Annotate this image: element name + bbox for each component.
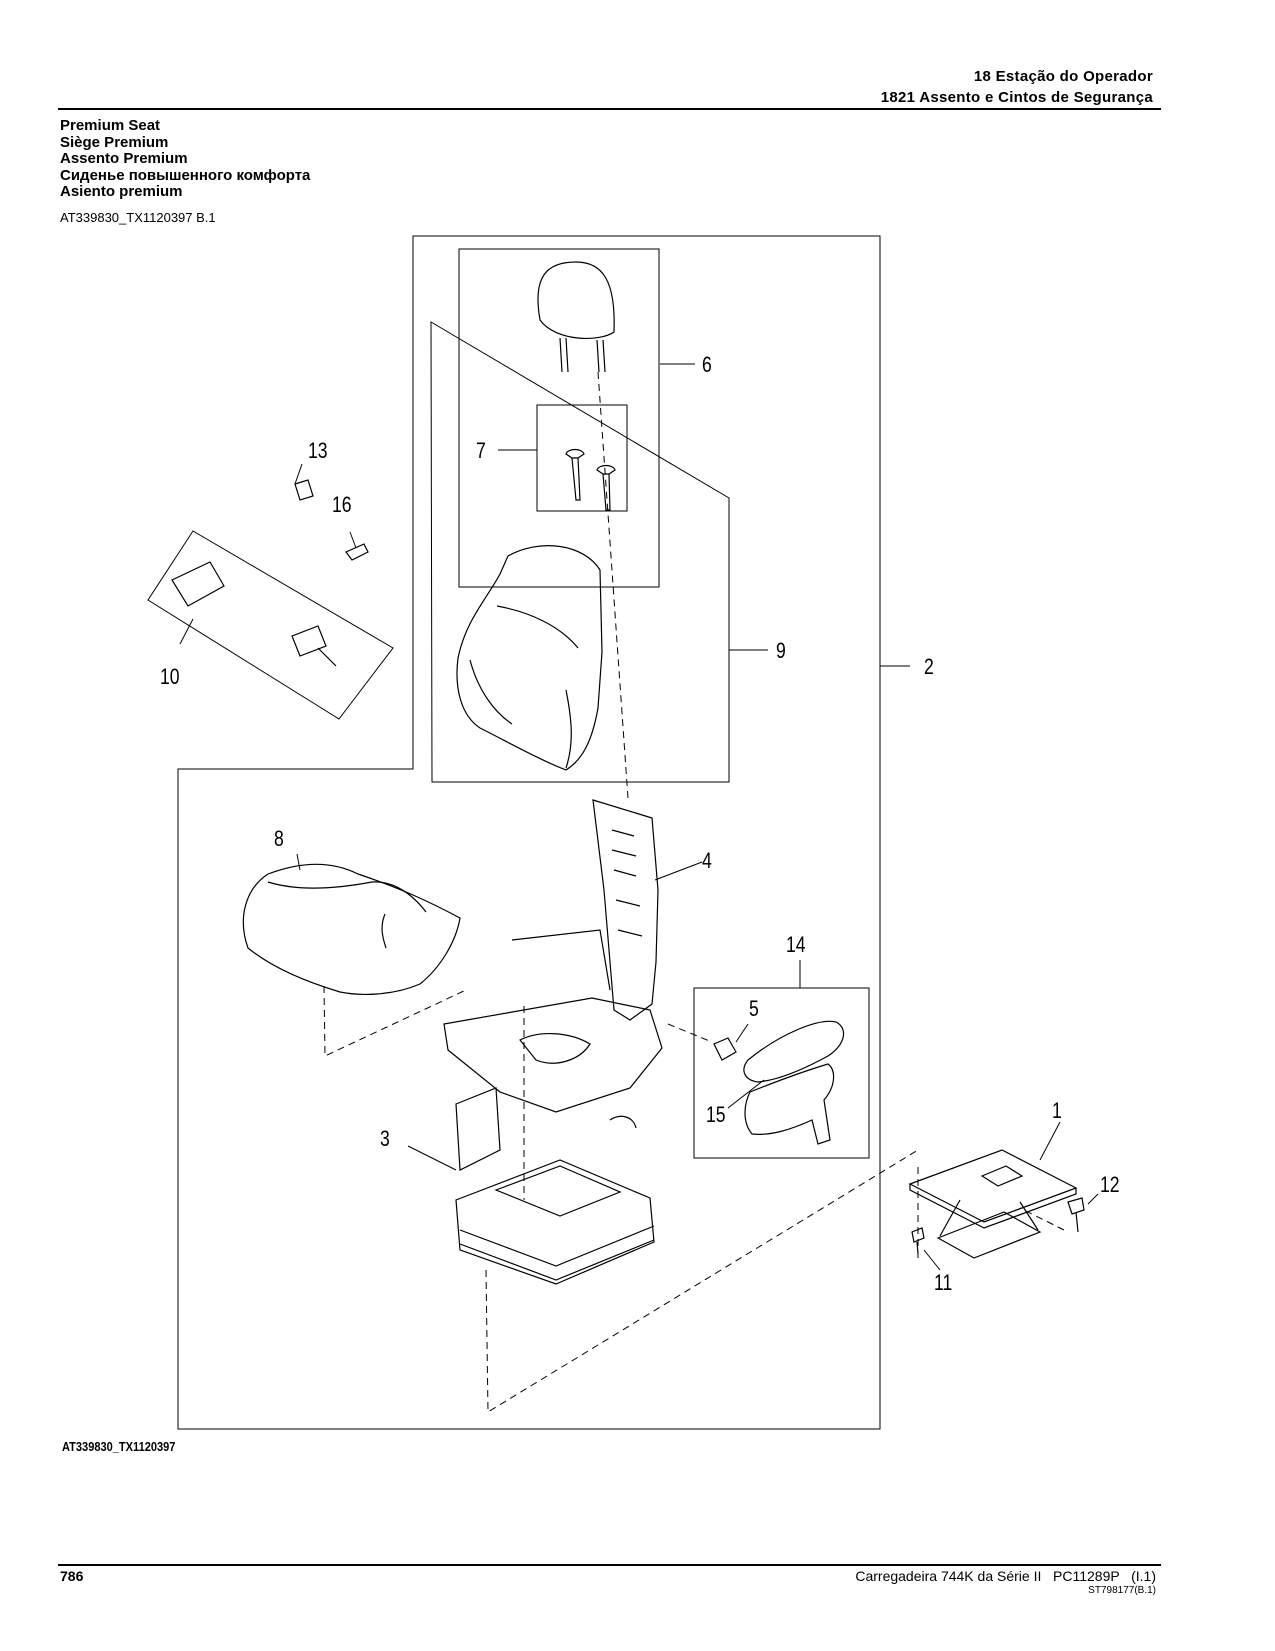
guide-pins [565, 448, 616, 511]
title-es: Asiento premium [60, 183, 183, 200]
bolts [911, 1197, 1085, 1255]
assembly-frame [177, 235, 881, 1430]
header-rule [58, 108, 1161, 110]
callout-1: 1 [1052, 1099, 1062, 1123]
callout-12: 12 [1100, 1173, 1120, 1197]
callout-2: 2 [924, 655, 934, 679]
title-pt: Assento Premium [60, 150, 188, 167]
title-fr: Siège Premium [60, 133, 169, 151]
footer-subcode: ST798177(B.1) [1088, 1585, 1156, 1596]
leader-lines [179, 363, 1099, 1271]
backrest-box [430, 321, 730, 783]
mounting-plate [908, 1149, 1078, 1259]
footer-title: Carregadeira 744K da Série II PC11289P (… [855, 1568, 1156, 1584]
headrest [537, 261, 615, 373]
callout-8: 8 [274, 827, 284, 851]
title-en: Premium Seat [60, 117, 161, 134]
headrest-box [458, 248, 660, 588]
callout-11: 11 [934, 1271, 952, 1295]
guide-box [536, 404, 628, 512]
callout-16: 16 [332, 493, 352, 517]
title-ru: Сиденье повышенного комфорта [60, 166, 311, 184]
callout-15: 15 [706, 1103, 726, 1127]
armrest-box [693, 987, 870, 1159]
dashed-assembly-lines [323, 371, 1065, 1413]
callout-6: 6 [702, 353, 712, 377]
suspension-base [455, 1087, 655, 1285]
callout-7: 7 [476, 439, 486, 463]
backrest-cushion [456, 545, 603, 771]
small-parts [171, 479, 369, 667]
callout-13: 13 [308, 439, 328, 463]
page-number: 786 [60, 1568, 84, 1584]
callout-14: 14 [786, 933, 806, 957]
callout-numbers: 1 2 3 4 5 6 7 8 9 10 11 12 13 14 15 16 [160, 353, 1120, 1295]
callout-4: 4 [702, 849, 712, 873]
section-title: 18 Estação do Operador [973, 68, 1153, 85]
switch-kit-box [147, 530, 394, 720]
doc-code: AT339830_TX1120397 B.1 [60, 210, 216, 225]
figure-code: AT339830_TX1120397 [62, 1439, 176, 1454]
seat-frame [443, 799, 663, 1113]
callout-9: 9 [776, 639, 786, 663]
callout-5: 5 [749, 997, 759, 1021]
seat-cushion [242, 863, 461, 995]
callout-10: 10 [160, 665, 180, 689]
callout-3: 3 [380, 1127, 390, 1151]
footer-rule [58, 1564, 1161, 1566]
subsection-title: 1821 Assento e Cintos de Segurança [880, 89, 1153, 106]
multilingual-titles: Premium Seat Siège Premium Assento Premi… [60, 117, 311, 201]
armrest [713, 1020, 845, 1145]
